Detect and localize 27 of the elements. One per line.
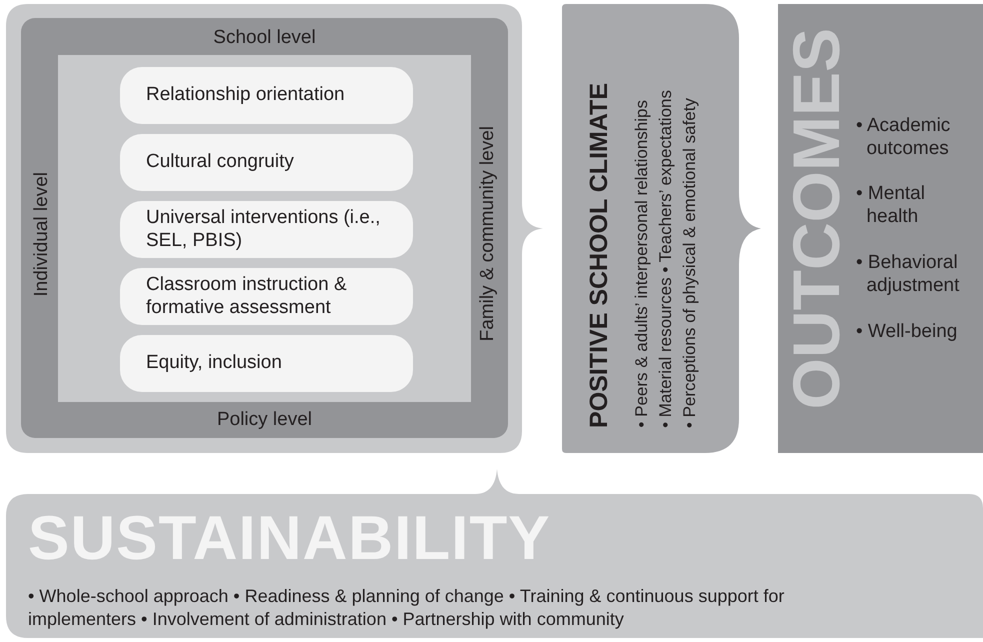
- level-label: Family & community level: [476, 126, 499, 342]
- bullet-text: • Whole-school approach • Readiness & planning of change • Training & continuous support for implementers • Involvement of administration • Partnership with community: [28, 584, 786, 631]
- bullet-text: • Behavioral adjustment: [856, 252, 960, 298]
- bullet-text: • Material resources • Teachers’ expectations: [656, 90, 676, 428]
- bullet-text: • Academic outcomes: [856, 115, 952, 161]
- climate-bracket-box: [562, 4, 761, 453]
- level-label: Individual level: [30, 172, 53, 296]
- level-label: Policy level: [216, 408, 312, 432]
- component-pill: [120, 335, 413, 392]
- bullet-text: • Perceptions of physical & emotional safety: [680, 98, 700, 428]
- component-label: Equity, inclusion: [146, 352, 282, 375]
- bullet-text: • Well-being: [856, 320, 958, 344]
- outcomes-panel: [778, 4, 983, 453]
- framework-bracket-box: [6, 4, 543, 453]
- component-label: Universal interventions (i.e., SEL, PBIS): [146, 206, 382, 252]
- component-pill: [120, 67, 413, 124]
- component-pill: [120, 134, 413, 191]
- component-label: Relationship orientation: [146, 84, 345, 107]
- level-label: School level: [213, 26, 316, 50]
- bullet-text: • Mental health: [856, 183, 926, 229]
- sustainability-bracket-box: [6, 469, 983, 638]
- bullet-text: • Peers & adults’ interpersonal relationships: [632, 100, 652, 428]
- component-pill: [120, 268, 413, 325]
- section-title: POSITIVE SCHOOL CLIMATE: [584, 83, 614, 428]
- component-label: Classroom instruction & formative assessment: [146, 274, 348, 320]
- component-pill: [120, 201, 413, 258]
- component-label: Cultural congruity: [146, 151, 294, 174]
